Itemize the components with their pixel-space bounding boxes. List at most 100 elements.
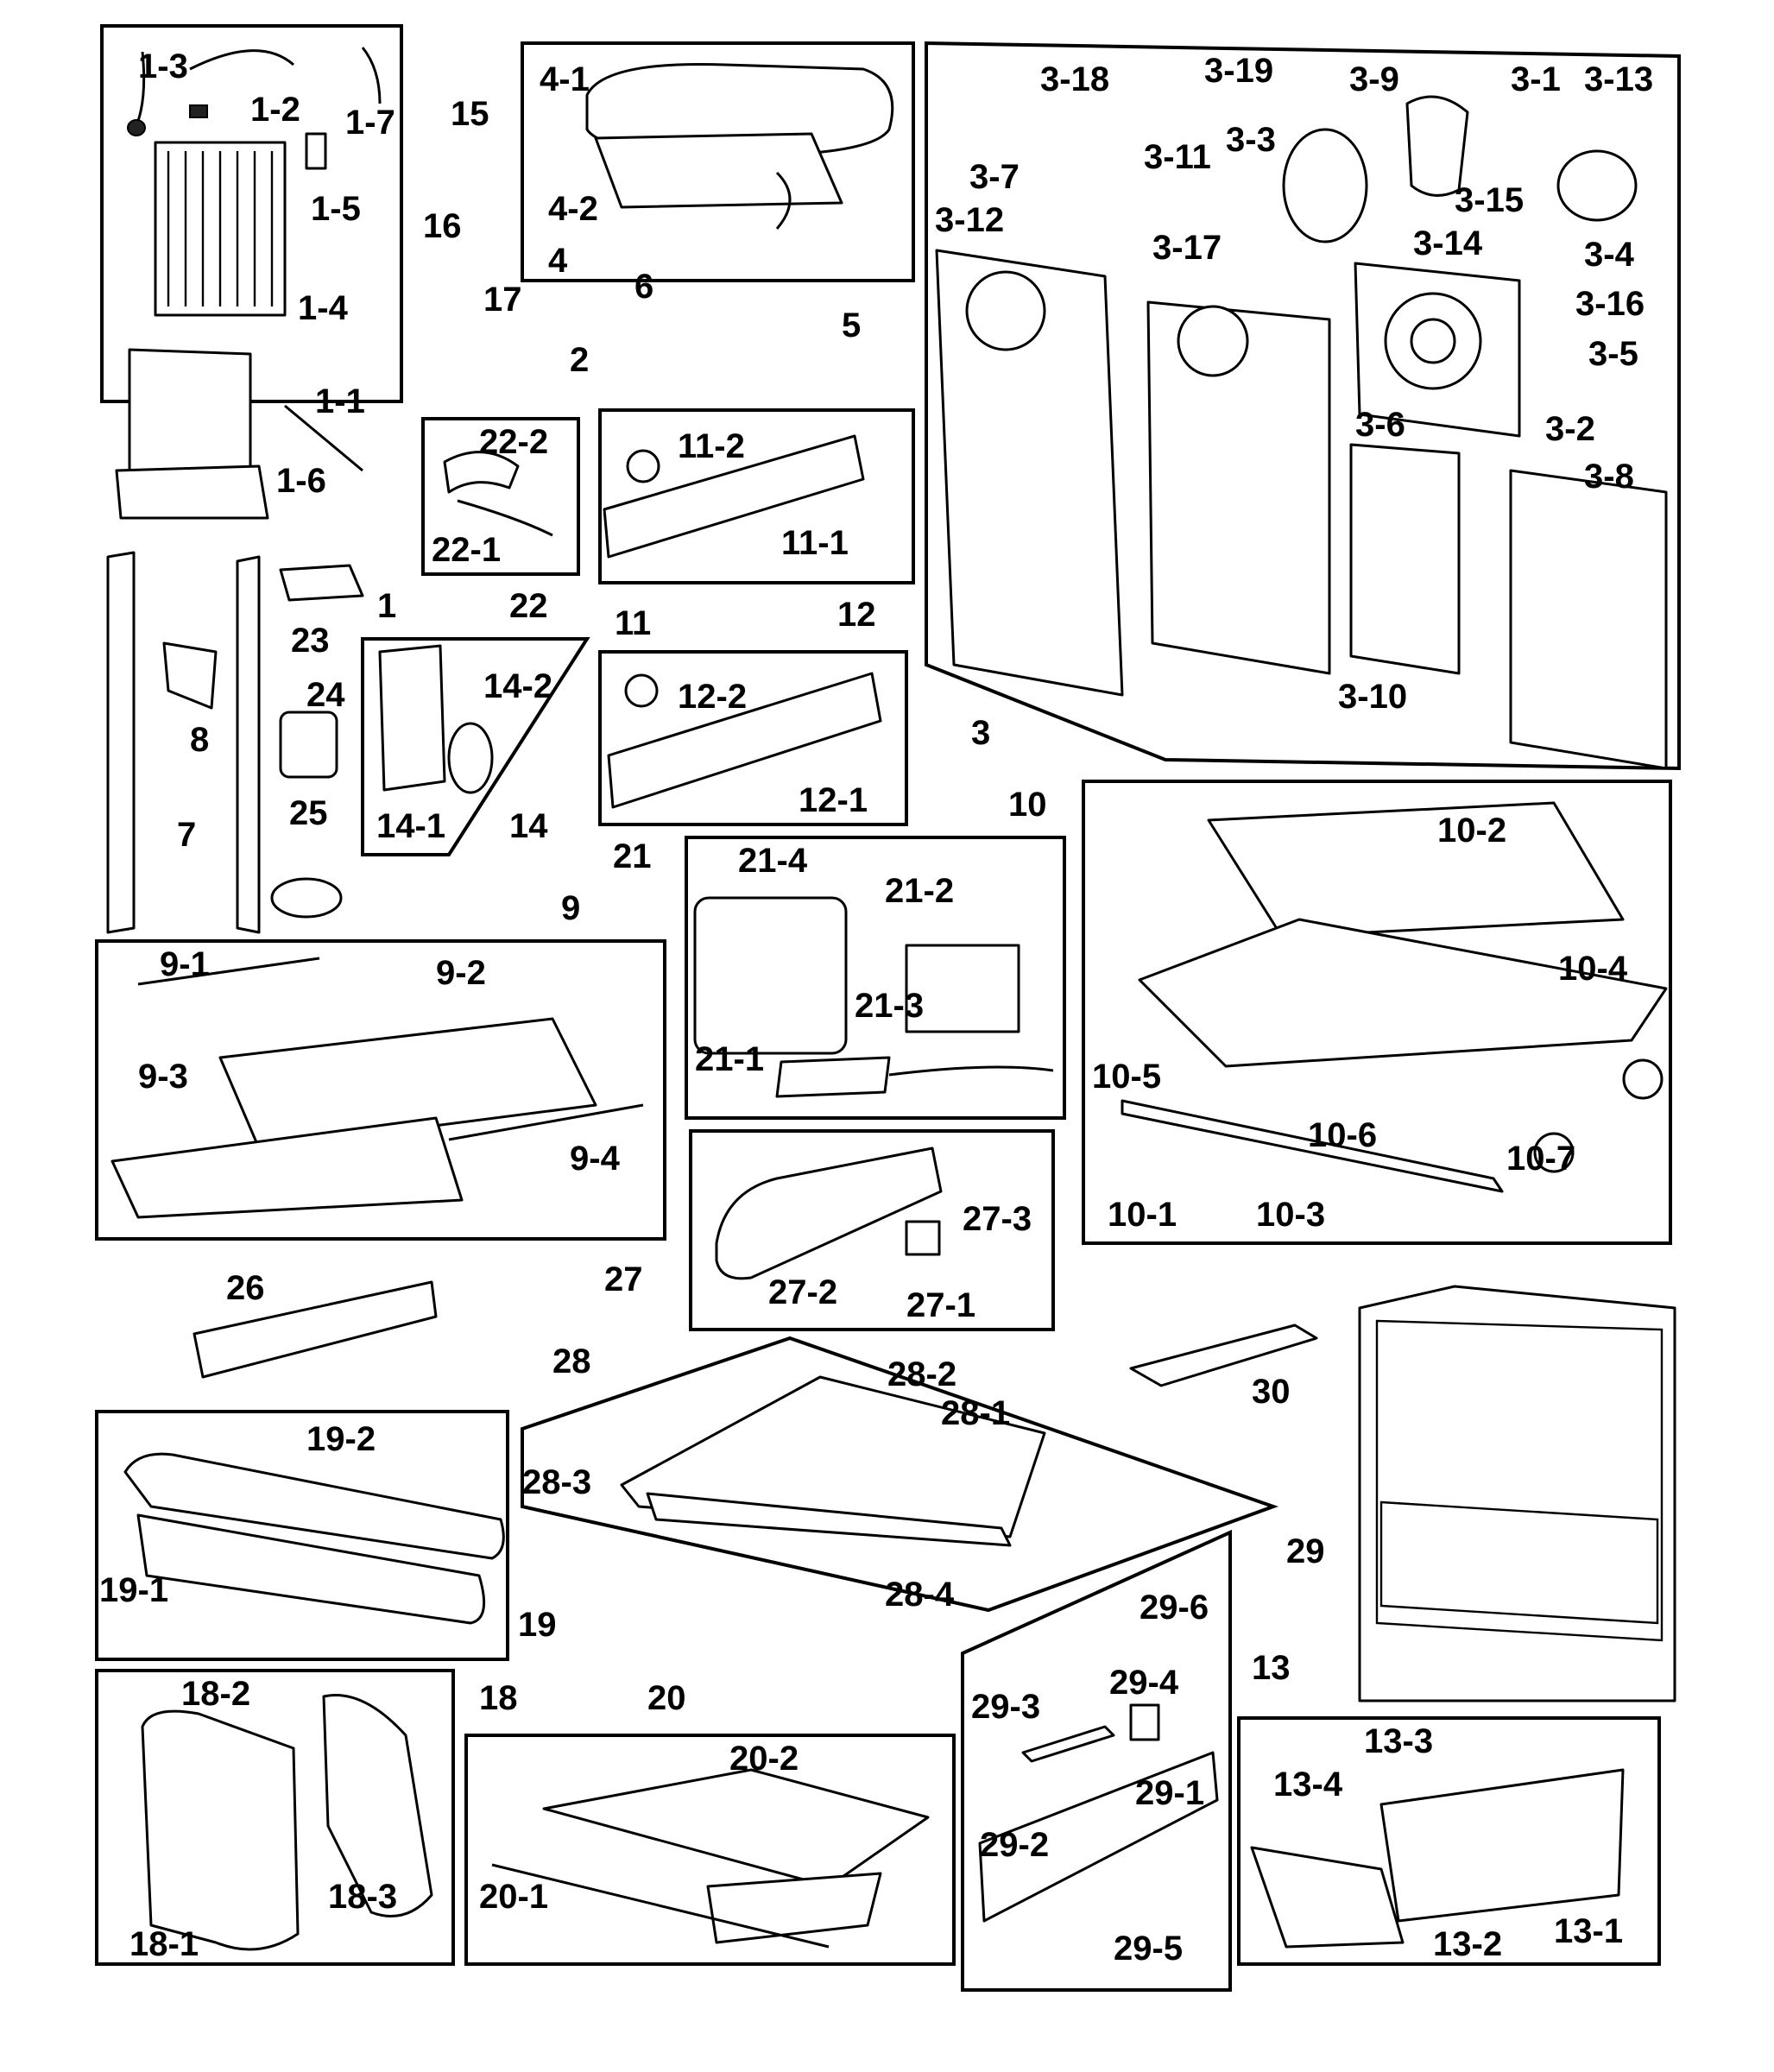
label-6: 6 xyxy=(634,268,653,306)
group-26-handle xyxy=(193,1280,438,1379)
label-3-14: 3-14 xyxy=(1413,224,1483,262)
label-21: 21 xyxy=(613,837,652,875)
label-9-4: 9-4 xyxy=(570,1140,621,1178)
label-29-5: 29-5 xyxy=(1114,1930,1183,1968)
label-12: 12 xyxy=(837,596,876,634)
label-1-4: 1-4 xyxy=(298,289,349,327)
label-9-3: 9-3 xyxy=(138,1058,188,1096)
label-10-5: 10-5 xyxy=(1092,1058,1161,1096)
label-17: 17 xyxy=(483,281,522,319)
label-3-1: 3-1 xyxy=(1511,60,1561,98)
group-9-shelves xyxy=(95,939,666,1241)
label-20: 20 xyxy=(647,1679,686,1717)
label-12-2: 12-2 xyxy=(678,678,747,716)
label-3-5: 3-5 xyxy=(1588,335,1638,373)
label-28: 28 xyxy=(552,1342,591,1380)
label-27-2: 27-2 xyxy=(768,1273,837,1311)
label-13-2: 13-2 xyxy=(1433,1925,1502,1963)
group-10-tray xyxy=(1082,780,1672,1245)
cabinet-view xyxy=(1358,1285,1676,1702)
label-21-3: 21-3 xyxy=(855,987,924,1025)
label-3-11: 3-11 xyxy=(1144,138,1211,176)
group-27-guide xyxy=(689,1129,1055,1331)
label-3: 3 xyxy=(971,714,990,752)
label-26: 26 xyxy=(226,1269,265,1307)
label-1-5: 1-5 xyxy=(311,190,361,228)
label-3-9: 3-9 xyxy=(1349,60,1399,98)
group-13-bin xyxy=(1237,1716,1661,1966)
label-3-17: 3-17 xyxy=(1152,229,1222,267)
group-7-side-rails xyxy=(106,551,261,934)
group-12-rail xyxy=(598,650,908,826)
label-4-2: 4-2 xyxy=(548,190,598,228)
label-3-2: 3-2 xyxy=(1545,410,1595,448)
label-16: 16 xyxy=(423,207,462,245)
group-3-fan-assembly xyxy=(925,41,1681,771)
label-3-10: 3-10 xyxy=(1338,678,1407,716)
label-3-3: 3-3 xyxy=(1226,121,1276,159)
label-10-6: 10-6 xyxy=(1308,1116,1377,1154)
label-3-4: 3-4 xyxy=(1584,236,1635,274)
label-11-2: 11-2 xyxy=(678,427,745,465)
label-7: 7 xyxy=(177,816,196,854)
label-21-1: 21-1 xyxy=(695,1040,764,1078)
label-19-2: 19-2 xyxy=(306,1420,376,1458)
label-3-6: 3-6 xyxy=(1355,406,1405,444)
label-18-3: 18-3 xyxy=(328,1878,397,1916)
label-10-7: 10-7 xyxy=(1506,1140,1575,1178)
label-13-4: 13-4 xyxy=(1273,1766,1343,1804)
label-28-2: 28-2 xyxy=(887,1355,956,1393)
group-1-evaporator xyxy=(100,24,403,520)
label-28-4: 28-4 xyxy=(885,1576,955,1614)
label-3-12: 3-12 xyxy=(935,201,1004,239)
label-5: 5 xyxy=(842,306,861,344)
label-19: 19 xyxy=(518,1606,557,1644)
group-20-glass xyxy=(464,1734,956,1966)
group-22-sensor xyxy=(421,417,580,576)
group-11-rail xyxy=(598,408,915,584)
group-28-drawer xyxy=(521,1336,1278,1613)
label-29-2: 29-2 xyxy=(980,1826,1049,1864)
label-18: 18 xyxy=(479,1679,518,1717)
label-13: 13 xyxy=(1252,1649,1291,1687)
label-1-6: 1-6 xyxy=(276,462,326,500)
label-22: 22 xyxy=(509,587,548,625)
label-29-1: 29-1 xyxy=(1135,1774,1204,1812)
label-10-3: 10-3 xyxy=(1256,1196,1325,1234)
group-19-cover xyxy=(95,1410,509,1661)
group-4-cover xyxy=(521,41,915,282)
label-29: 29 xyxy=(1286,1532,1325,1570)
label-4: 4 xyxy=(548,242,568,280)
label-1: 1 xyxy=(377,587,396,625)
label-25: 25 xyxy=(289,794,328,832)
label-11-1: 11-1 xyxy=(781,524,849,562)
label-12-1: 12-1 xyxy=(799,781,868,819)
group-30-plate xyxy=(1129,1323,1318,1387)
label-20-1: 20-1 xyxy=(479,1878,548,1916)
label-2: 2 xyxy=(570,341,589,379)
label-10-1: 10-1 xyxy=(1108,1196,1177,1234)
label-15: 15 xyxy=(451,95,489,133)
label-3-18: 3-18 xyxy=(1040,60,1109,98)
label-13-1: 13-1 xyxy=(1554,1912,1623,1950)
group-18-duct xyxy=(95,1669,455,1966)
label-22-1: 22-1 xyxy=(432,531,501,569)
label-8: 8 xyxy=(190,721,209,759)
label-1-7: 1-7 xyxy=(345,104,395,142)
label-27: 27 xyxy=(604,1260,643,1298)
group-14-dispenser xyxy=(361,637,590,856)
label-3-13: 3-13 xyxy=(1584,60,1653,98)
label-18-1: 18-1 xyxy=(129,1925,199,1963)
label-10: 10 xyxy=(1008,786,1047,824)
label-28-3: 28-3 xyxy=(522,1463,591,1501)
label-29-4: 29-4 xyxy=(1109,1664,1179,1702)
label-1-2: 1-2 xyxy=(250,91,300,129)
label-9-1: 9-1 xyxy=(160,945,210,983)
label-29-3: 29-3 xyxy=(971,1688,1040,1726)
label-11: 11 xyxy=(615,604,651,642)
label-28-1: 28-1 xyxy=(941,1394,1010,1432)
label-1-1: 1-1 xyxy=(315,382,365,420)
label-20-2: 20-2 xyxy=(729,1740,799,1778)
callout-labels: 1-3 1-2 1-7 1-5 1-4 1-1 1-6 1 15 16 17 2… xyxy=(99,47,1653,1968)
